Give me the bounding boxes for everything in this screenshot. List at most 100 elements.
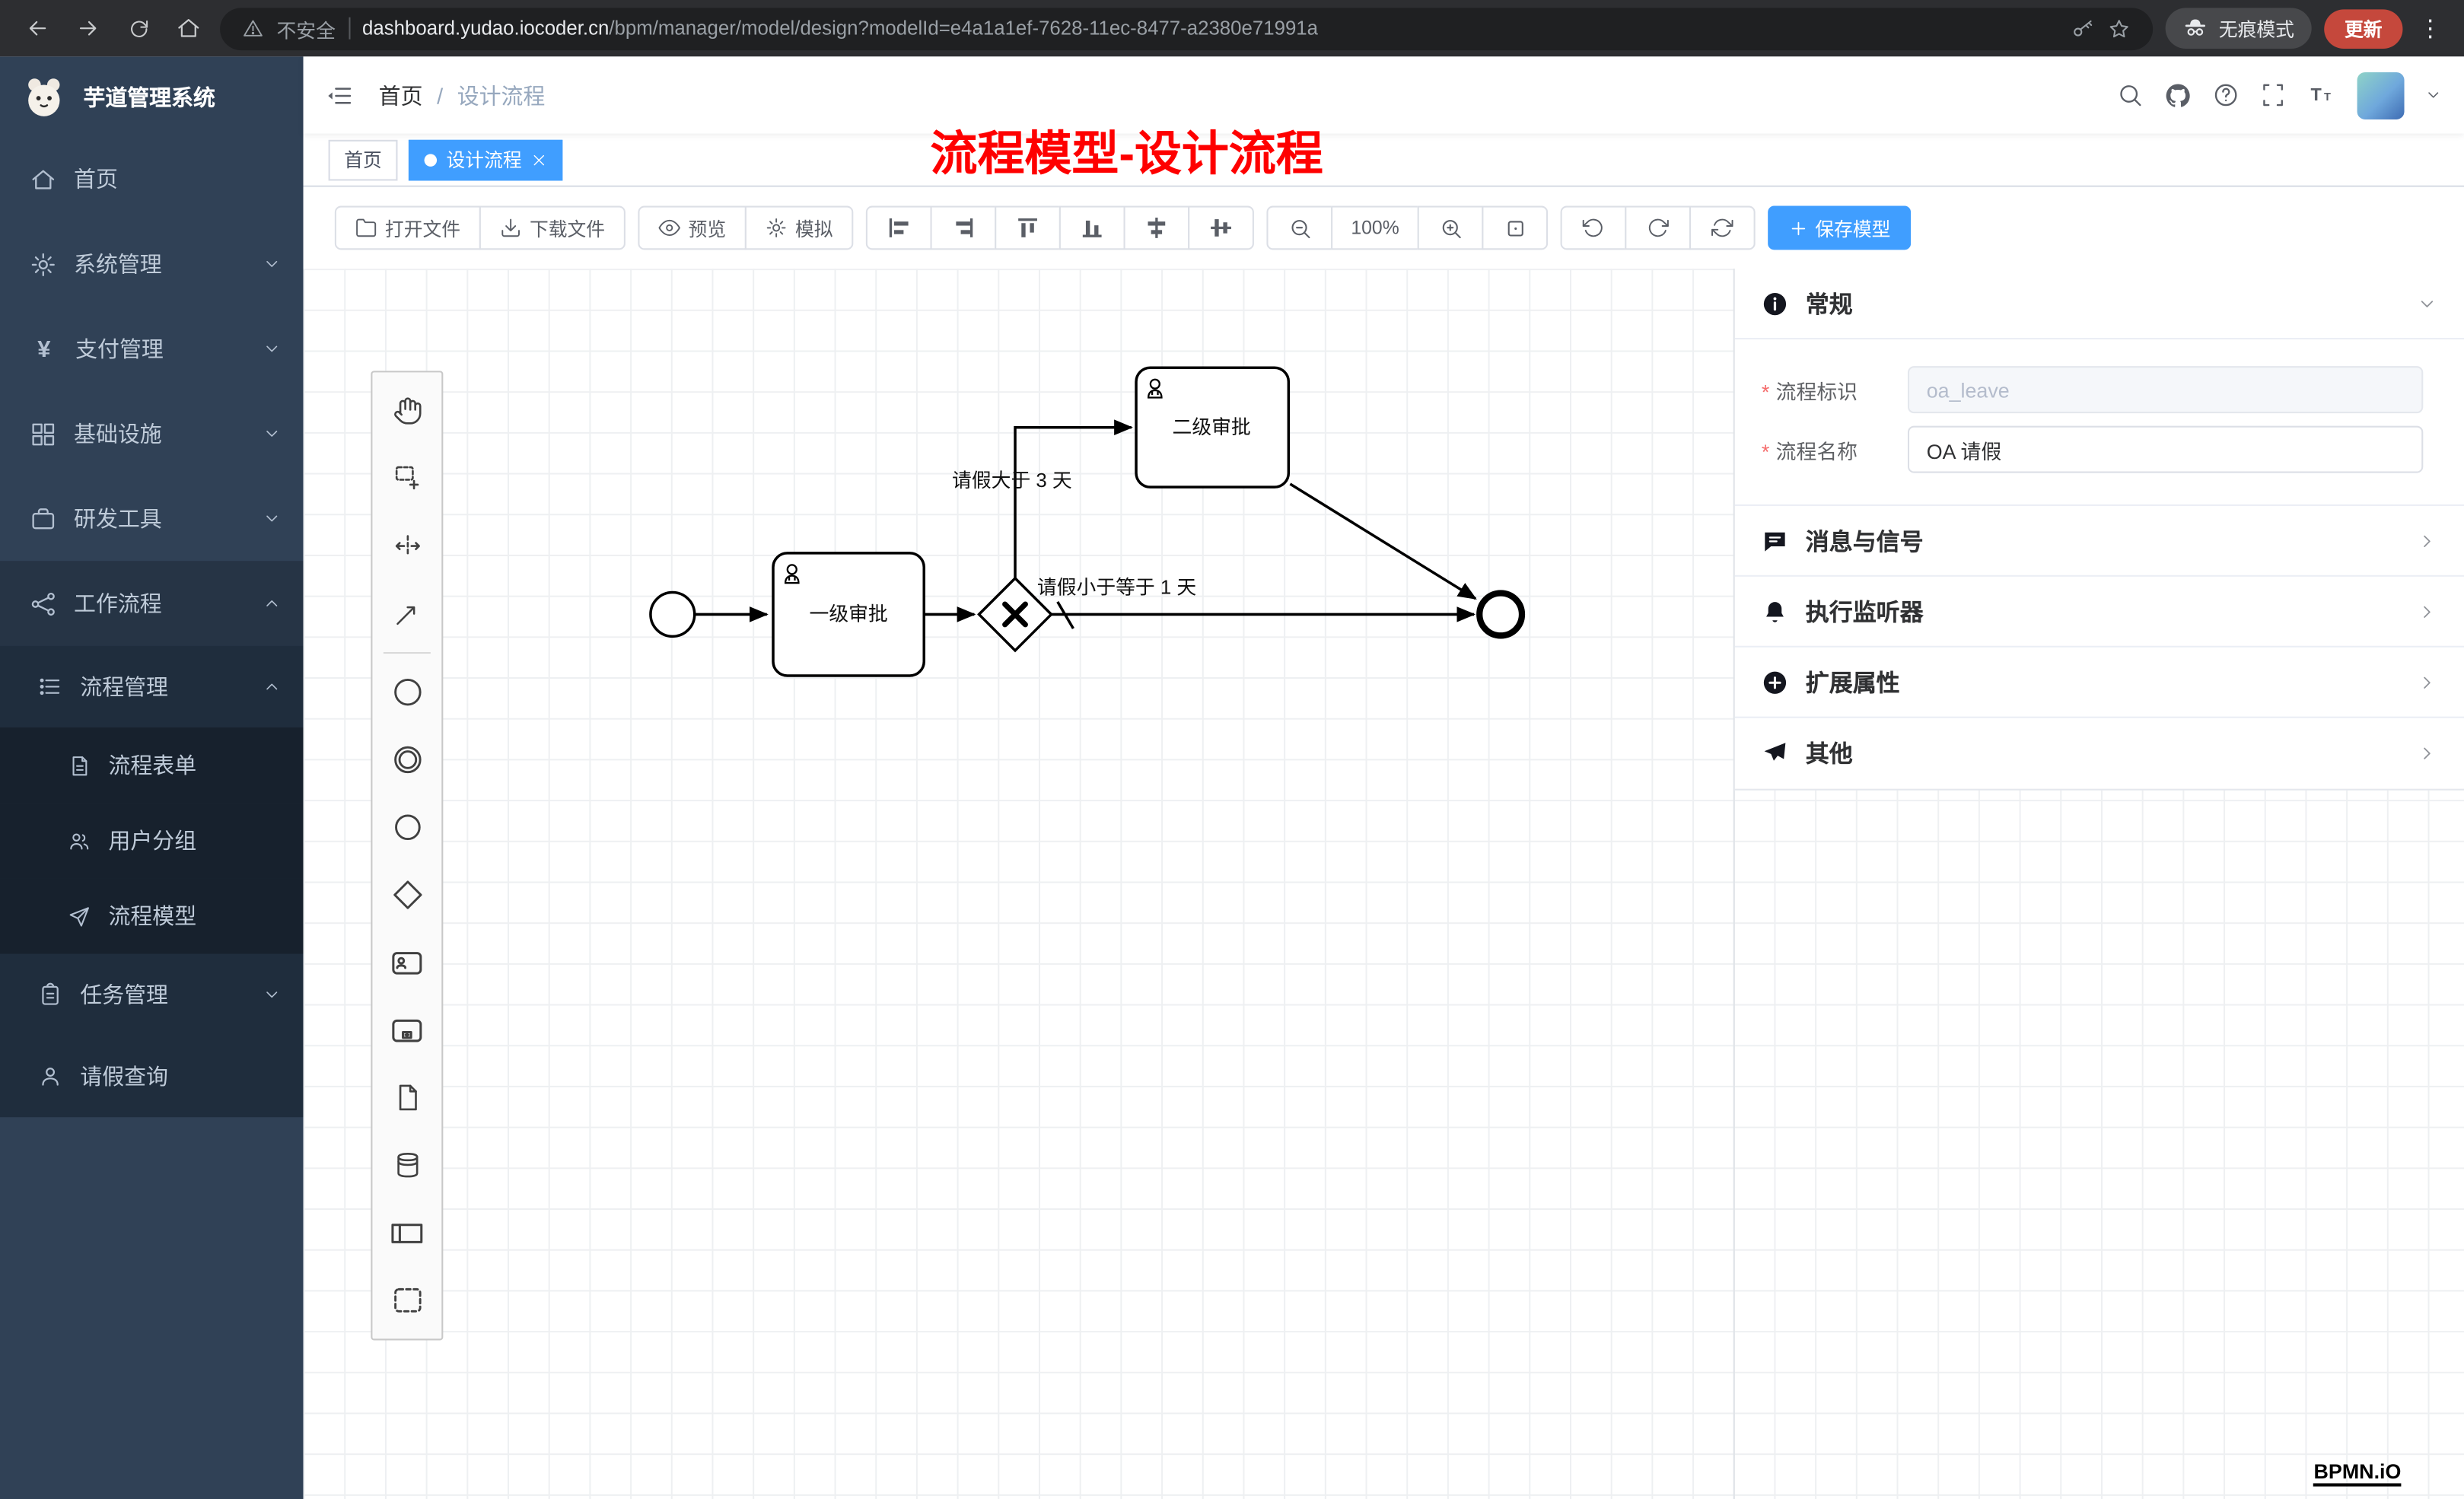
hand-tool-icon[interactable] — [372, 377, 441, 445]
end-event-node[interactable] — [1476, 590, 1526, 639]
tab-home[interactable]: 首页 — [328, 138, 398, 180]
github-icon[interactable] — [2164, 81, 2192, 109]
help-icon[interactable] — [2213, 81, 2240, 108]
simulate-button[interactable]: 模拟 — [744, 205, 854, 250]
align-bottom-button[interactable] — [1059, 205, 1125, 250]
reload-icon[interactable] — [119, 9, 158, 47]
flow-task2-to-end[interactable] — [1289, 482, 1477, 600]
process-name-input[interactable] — [1907, 425, 2424, 473]
space-tool-icon[interactable] — [372, 512, 441, 580]
sidebar-item-user-group[interactable]: 用户分组 — [0, 803, 304, 879]
zoom-level-display[interactable]: 100% — [1331, 205, 1419, 250]
sidebar-item-devtools[interactable]: 研发工具 — [0, 476, 304, 562]
task-node-level1[interactable]: 一级审批 — [772, 552, 926, 677]
sidebar-item-process-model[interactable]: 流程模型 — [0, 878, 304, 954]
sidebar-item-leave-query[interactable]: 请假查询 — [0, 1036, 304, 1117]
lasso-tool-icon[interactable] — [372, 444, 441, 512]
task-node-level2[interactable]: 二级审批 — [1135, 366, 1291, 489]
refresh-icon — [1711, 218, 1733, 237]
bpmn-io-watermark[interactable]: BPMN.iO — [2313, 1459, 2402, 1487]
process-name-label: 流程名称 — [1762, 434, 1908, 464]
search-icon[interactable] — [2117, 81, 2144, 108]
align-top-button[interactable] — [995, 205, 1062, 250]
download-file-button[interactable]: 下载文件 — [479, 205, 626, 250]
hamburger-icon[interactable] — [304, 56, 376, 133]
incognito-label: 无痕模式 — [2218, 18, 2294, 40]
create-group-icon[interactable] — [372, 1266, 441, 1334]
process-key-input[interactable] — [1907, 366, 2424, 414]
global-connect-tool-icon[interactable] — [372, 580, 441, 648]
sidebar-item-infrastructure[interactable]: 基础设施 — [0, 391, 304, 476]
restart-button[interactable] — [1689, 205, 1756, 250]
caret-down-icon[interactable] — [2424, 82, 2442, 107]
exclusive-gateway-node[interactable] — [977, 576, 1054, 653]
edge-label-greater-than[interactable]: 请假大于 3 天 — [952, 469, 1072, 492]
address-bar[interactable]: 不安全 dashboard.yudao.iocoder.cn/bpm/manag… — [220, 7, 2154, 50]
create-data-object-icon[interactable] — [372, 1064, 441, 1131]
section-extended-attributes[interactable]: 扩展属性 — [1734, 648, 2464, 718]
section-other[interactable]: 其他 — [1735, 718, 2464, 789]
tab-design-process[interactable]: 设计流程 — [408, 138, 563, 180]
create-data-store-icon[interactable] — [372, 1131, 441, 1199]
align-center-horizontal-button[interactable] — [1123, 205, 1190, 250]
create-gateway-icon[interactable] — [372, 861, 441, 929]
align-left-button[interactable] — [865, 205, 932, 250]
bpmn-canvas[interactable]: 一级审批 二级审批 — [303, 269, 2464, 1499]
section-general[interactable]: 常规 — [1734, 269, 2464, 340]
sidebar-item-process-management[interactable]: 流程管理 — [0, 646, 304, 727]
sidebar-item-workflow[interactable]: 工作流程 — [0, 561, 304, 646]
fullscreen-icon[interactable] — [2260, 81, 2287, 108]
section-execution-listener[interactable]: 执行监听器 — [1734, 577, 2464, 648]
create-subprocess-icon[interactable] — [372, 996, 441, 1064]
preview-button[interactable]: 预览 — [638, 205, 747, 250]
breadcrumb-home[interactable]: 首页 — [378, 82, 423, 108]
sidebar-item-process-form[interactable]: 流程表单 — [0, 727, 304, 804]
avatar[interactable] — [2357, 71, 2405, 119]
user-task-icon — [1148, 378, 1163, 399]
create-end-event-icon[interactable] — [372, 794, 441, 861]
sidebar-item-task-management[interactable]: 任务管理 — [0, 953, 304, 1035]
align-center-vertical-button[interactable] — [1188, 205, 1255, 250]
sidebar-item-system[interactable]: 系统管理 — [0, 221, 304, 307]
save-model-button[interactable]: 保存模型 — [1768, 205, 1912, 250]
sidebar-item-payment[interactable]: ¥ 支付管理 — [0, 307, 304, 392]
update-button[interactable]: 更新 — [2324, 8, 2403, 48]
bpmn-palette — [371, 371, 444, 1341]
create-participant-icon[interactable] — [372, 1199, 441, 1267]
zoom-out-button[interactable] — [1266, 205, 1333, 250]
flow-gateway-to-task2[interactable] — [1014, 419, 1133, 578]
zoom-reset-button[interactable] — [1482, 205, 1549, 250]
list-icon — [40, 678, 60, 695]
undo-button[interactable] — [1560, 205, 1627, 250]
close-icon[interactable] — [531, 151, 547, 167]
key-icon[interactable] — [2071, 17, 2095, 40]
breadcrumb-current: 设计流程 — [457, 82, 546, 108]
align-right-button[interactable] — [930, 205, 997, 250]
form-icon — [72, 756, 88, 775]
redo-button[interactable] — [1625, 205, 1692, 250]
chevron-right-icon — [2424, 605, 2431, 617]
browser-menu-icon[interactable]: ⋮ — [2418, 15, 2443, 43]
start-event-node[interactable] — [649, 590, 696, 638]
breadcrumb: 首页 设计流程 — [379, 79, 546, 110]
zoom-in-button[interactable] — [1417, 205, 1484, 250]
home-icon[interactable] — [170, 9, 208, 47]
section-message-signal[interactable]: 消息与信号 — [1734, 506, 2464, 577]
open-file-button[interactable]: 打开文件 — [334, 205, 481, 250]
edge-label-less-equal[interactable]: 请假小于等于 1 天 — [1037, 577, 1196, 599]
sidebar-item-home[interactable]: 首页 — [0, 137, 304, 222]
palette-separator — [383, 651, 431, 654]
create-intermediate-event-icon[interactable] — [372, 726, 441, 794]
home-icon — [32, 169, 55, 189]
create-start-event-icon[interactable] — [372, 658, 441, 726]
create-user-task-icon[interactable] — [372, 928, 441, 996]
designer-toolbar: 打开文件 下载文件 预览 模拟 — [303, 186, 2464, 269]
back-icon[interactable] — [19, 9, 57, 47]
app-logo: 芋道管理系统 — [0, 56, 304, 136]
forward-icon[interactable] — [69, 9, 107, 47]
zoom-out-icon — [1291, 219, 1310, 238]
chevron-right-icon — [2424, 676, 2431, 688]
bookmark-star-icon[interactable] — [2107, 17, 2131, 40]
workflow-submenu: 流程管理 流程表单 用户分组 流程模型 任务管理 — [0, 645, 304, 1118]
